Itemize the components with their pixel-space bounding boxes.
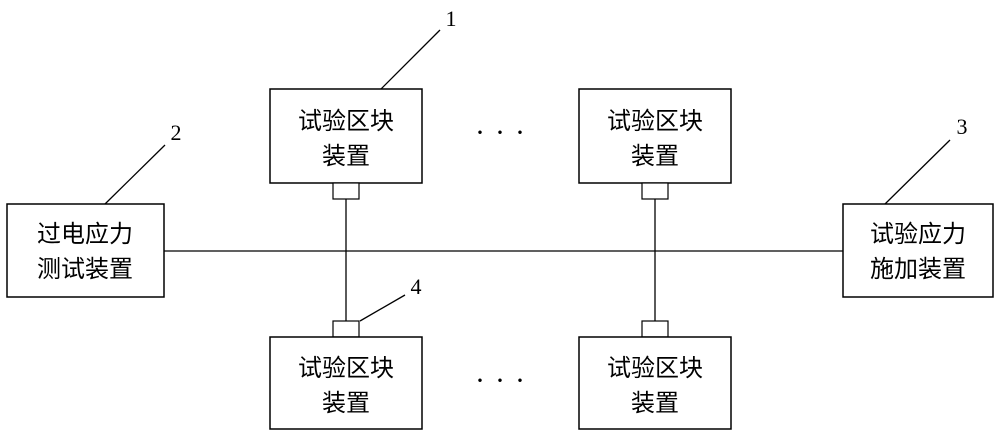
callout-number-4: 4 [411,274,422,299]
port-bottom-left [332,320,360,338]
stress-applier-line1: 试验应力 [870,220,966,248]
stress-applier-line2: 施加装置 [870,255,966,283]
callout-number-2: 2 [171,120,182,145]
test-block-bottom-left-line1: 试验区块 [298,354,394,382]
port-bottom-right [641,320,669,338]
port-top-left [332,182,360,200]
stress-applier-box [842,203,994,298]
test-block-bottom-right [578,336,732,430]
callout-number-3: 3 [957,114,968,139]
callout-number-1: 1 [446,6,457,31]
ellipsis-bottom: ··· [475,364,535,397]
test-block-bottom-right-line1: 试验区块 [607,354,703,382]
test-block-top-right-line2: 装置 [631,142,679,170]
leader-line-1 [379,29,441,91]
overstress-tester-line2: 测试装置 [37,255,133,283]
leader-line-2 [104,144,166,205]
test-block-bottom-right-line2: 装置 [631,389,679,417]
test-block-top-right [578,88,732,184]
leader-line-3 [884,139,951,205]
test-block-top-left-line2: 装置 [322,142,370,170]
test-block-top-right-line1: 试验区块 [607,107,703,135]
port-top-right [641,182,669,200]
overstress-tester-line1: 过电应力 [37,220,133,248]
ellipsis-top: ··· [475,116,535,149]
test-block-bottom-left-line2: 装置 [322,389,370,417]
test-block-top-left [269,88,423,184]
test-block-bottom-left [269,336,423,430]
overstress-tester-box [6,203,165,298]
test-block-top-left-line1: 试验区块 [298,107,394,135]
leader-line-4 [359,294,406,322]
